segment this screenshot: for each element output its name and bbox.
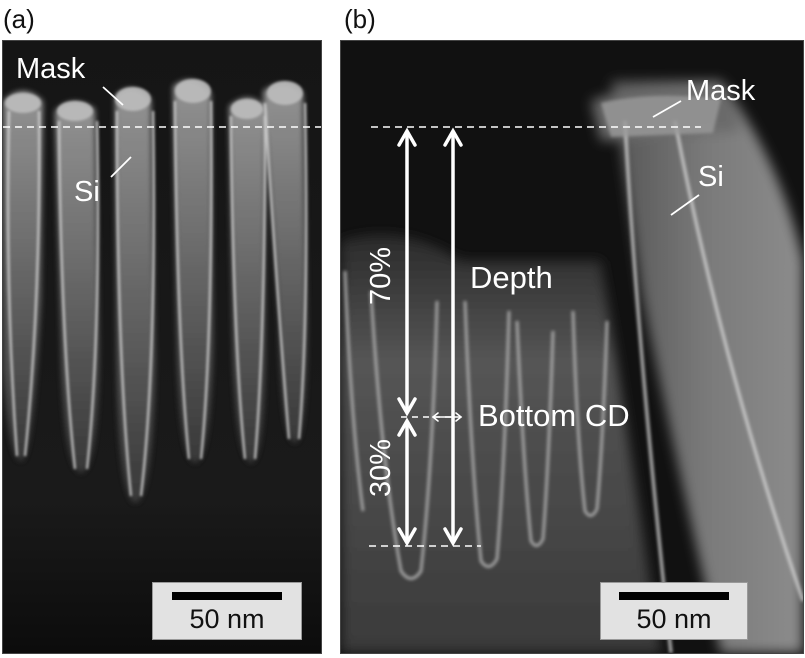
- mask-leader-line-a: [102, 86, 124, 106]
- scale-bar-box-a: 50 nm: [152, 582, 302, 640]
- panel-b-letter: (b): [344, 4, 376, 34]
- sem-micrograph-a: [3, 41, 321, 653]
- scale-bar-b: [619, 592, 729, 600]
- depth-label: Depth: [470, 260, 553, 295]
- mask-leader-line-b: [652, 100, 682, 118]
- upper-percent-label: 70%: [365, 246, 397, 306]
- depth-arrow: [443, 127, 463, 547]
- scale-bar-label-a: 50 nm: [189, 604, 265, 634]
- lower-percent-label: 30%: [365, 438, 397, 498]
- scale-bar-box-b: 50 nm: [600, 582, 748, 640]
- lower-30-percent-arrow: [397, 417, 417, 547]
- bottom-cd-label: Bottom CD: [478, 398, 630, 433]
- panel-a-letter: (a): [3, 4, 35, 34]
- sem-image-b: [340, 40, 804, 654]
- si-label-a: Si: [74, 176, 100, 208]
- sem-micrograph-b: [341, 41, 803, 653]
- upper-70-percent-arrow: [397, 127, 417, 417]
- mask-label-a: Mask: [16, 53, 86, 85]
- si-label-b: Si: [698, 161, 724, 193]
- sem-image-a: [2, 40, 322, 654]
- si-leader-line-a: [110, 156, 132, 178]
- scale-bar-label-b: 50 nm: [636, 604, 712, 634]
- si-leader-line-b: [670, 194, 700, 216]
- mask-label-b: Mask: [686, 75, 756, 107]
- bottom-cd-arrow: [431, 412, 463, 422]
- scale-bar-a: [172, 592, 282, 600]
